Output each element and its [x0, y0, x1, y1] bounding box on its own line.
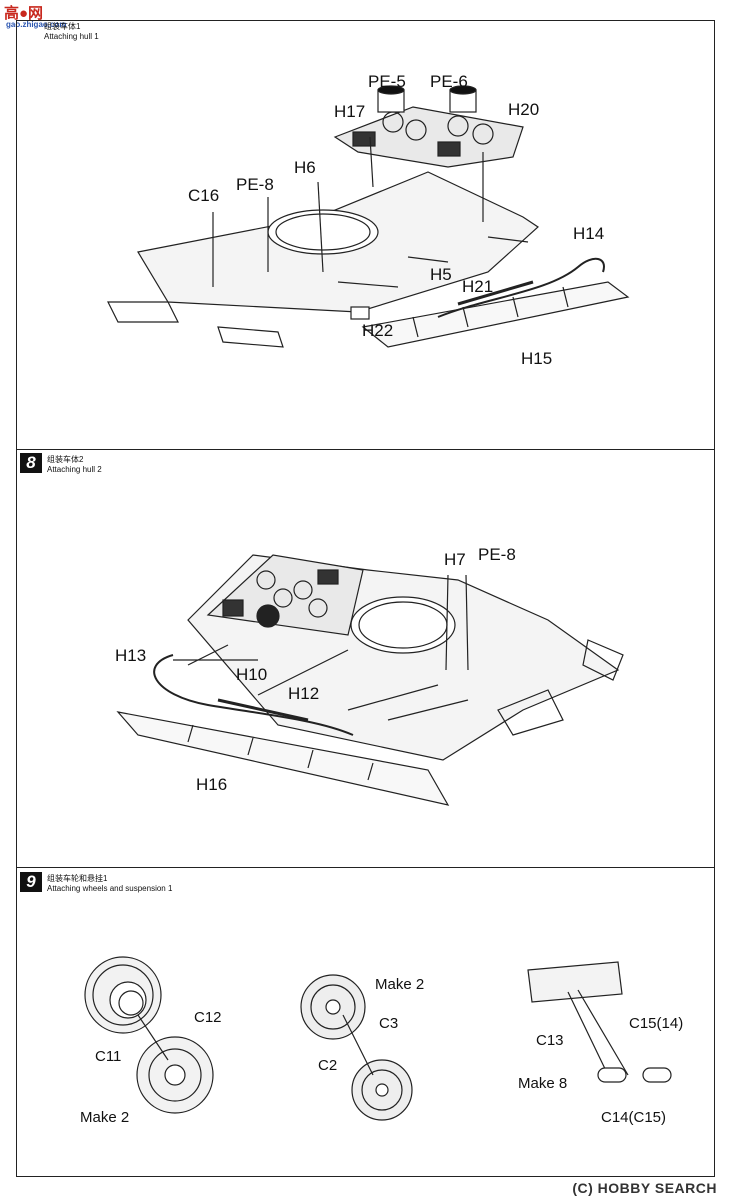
label-h14: H14 [573, 224, 604, 243]
label-h12: H12 [288, 684, 319, 703]
label-h6: H6 [294, 158, 316, 177]
step-divider-1 [16, 449, 715, 450]
page-frame [16, 20, 715, 1177]
site-watermark-url: gao.zhigao.com [6, 20, 67, 29]
label-pe5: PE-5 [368, 72, 406, 91]
label-make2-sprocket: Make 2 [80, 1109, 129, 1126]
label-h17: H17 [334, 102, 365, 121]
label-h7: H7 [444, 550, 466, 569]
label-h22: H22 [362, 321, 393, 340]
label-make8: Make 8 [518, 1075, 567, 1092]
step1-title-cn: 组装车体1 [44, 22, 81, 31]
step-divider-2 [16, 867, 715, 868]
label-h15: H15 [521, 349, 552, 368]
step8-badge: 8 [20, 453, 42, 473]
label-make2-wheel: Make 2 [375, 976, 424, 993]
label-h20: H20 [508, 100, 539, 119]
label-c15-14: C15(14) [629, 1015, 683, 1032]
label-c2: C2 [318, 1057, 337, 1074]
step9-title-cn: 组装车轮和悬挂1 [47, 874, 108, 883]
label-c16: C16 [188, 186, 219, 205]
step9-title-en: Attaching wheels and suspension 1 [47, 884, 173, 893]
label-h21: H21 [462, 277, 493, 296]
label-pe8-step8: PE-8 [478, 545, 516, 564]
label-c11: C11 [95, 1048, 121, 1065]
step8-title-en: Attaching hull 2 [47, 465, 102, 474]
label-pe6: PE-6 [430, 72, 468, 91]
label-h13: H13 [115, 646, 146, 665]
label-h16: H16 [196, 775, 227, 794]
label-pe8: PE-8 [236, 175, 274, 194]
step9-badge: 9 [20, 872, 42, 892]
label-h5: H5 [430, 265, 452, 284]
label-c14-c15: C14(C15) [601, 1109, 666, 1126]
site-watermark: 高●网 [4, 5, 44, 22]
step1-hull-drawing: PE-5 PE-6 H17 H20 H6 PE-8 C16 H14 H5 H21… [107, 72, 630, 368]
label-c13: C13 [536, 1032, 564, 1049]
step1-title-en: Attaching hull 1 [44, 32, 99, 41]
label-c3: C3 [379, 1015, 398, 1032]
step8-hull-drawing: H7 PE-8 H13 H10 H12 H16 [115, 545, 624, 806]
step8-title-cn: 组装车体2 [47, 455, 84, 464]
label-h10: H10 [236, 665, 267, 684]
label-c12: C12 [194, 1009, 222, 1026]
hobby-search-logo: (C) HOBBY SEARCH [572, 1180, 717, 1196]
step9-wheels-drawing: C12 C11 Make 2 Make 2 C3 C2 C13 C15(14) … [80, 956, 683, 1126]
